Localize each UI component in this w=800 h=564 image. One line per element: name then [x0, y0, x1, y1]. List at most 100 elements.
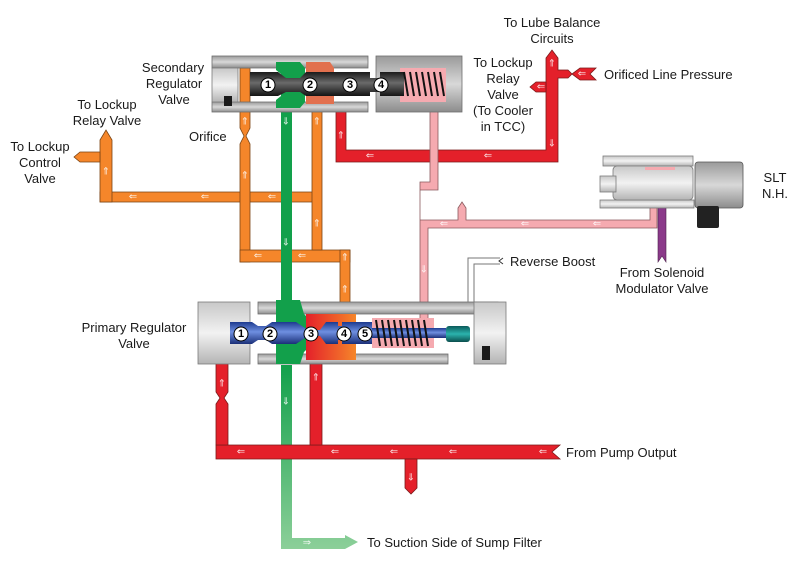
secondary-land-4-badge: [373, 77, 389, 93]
arrow-left-icon: ⇐: [298, 251, 306, 262]
arrow-up-icon: ⇑: [420, 193, 428, 204]
orange-pipe-orifice-vertical: [239, 67, 251, 263]
label-to-suction-side: To Suction Side of Sump Filter: [367, 535, 543, 550]
label-line: in TCC): [481, 119, 526, 134]
arrow-left-icon: ⇐: [201, 192, 209, 203]
green-pipe-suction-return: [281, 365, 358, 549]
arrow-left-icon: ⇐: [593, 219, 601, 230]
label-orifice: Orifice: [189, 129, 227, 144]
secondary-valve-spool: [250, 72, 404, 96]
slt-sleeve-bottom: [599, 199, 695, 209]
arrow-up-icon: ⇑: [241, 171, 249, 182]
arrow-up-icon: ⇑: [548, 59, 556, 70]
primary-land-1: 1: [238, 328, 244, 340]
primary-land-1-badge: [233, 326, 249, 342]
arrow-up-icon: ⇑: [313, 117, 321, 128]
arrow-left-icon: ⇐: [484, 151, 492, 162]
reverse-boost-line: [467, 257, 500, 302]
label-line: Relay Valve: [73, 113, 141, 128]
slt-signal-port: [645, 167, 675, 170]
arrow-left-icon: ⇐: [440, 219, 448, 230]
secondary-land-4: 4: [378, 79, 385, 91]
primary-land-4: 4: [341, 328, 348, 340]
arrow-down-icon: ⇓: [420, 265, 428, 276]
arrow-left-icon: ⇐: [539, 447, 547, 458]
primary-land-3-badge: [303, 326, 319, 342]
red-pipe-lockup-relay-branch: [529, 81, 547, 93]
arrow-down-icon: ⇓: [282, 238, 290, 249]
exhaust-to-suction-circuit: [281, 100, 358, 549]
arrow-left-icon: ⇐: [366, 151, 374, 162]
label-to-lockup-relay-valve-right: To Lockup Relay Valve (To Cooler in TCC): [473, 55, 534, 134]
arrow-left-icon: ⇐: [237, 447, 245, 458]
red-pipe-orificed-line: [335, 49, 597, 163]
primary-land-3: 3: [308, 328, 314, 340]
arrow-left-icon: ⇐: [521, 219, 529, 230]
primary-land-5: 5: [362, 328, 368, 340]
label-line: To Lockup: [77, 97, 136, 112]
label-line: Primary Regulator: [82, 320, 187, 335]
primary-land-2-badge: [262, 326, 278, 342]
label-line: Secondary: [142, 60, 205, 75]
label-line: Regulator: [146, 76, 203, 91]
label-line: (To Cooler: [473, 103, 534, 118]
label-line: Valve: [487, 87, 519, 102]
label-line: From Solenoid: [620, 265, 705, 280]
arrow-down-icon: ⇓: [407, 473, 415, 484]
red-pipe-down-branch: [404, 458, 418, 495]
label-line: To Lockup: [473, 55, 532, 70]
flow-arrows: ⇑ ⇑ ⇓ ⇓ ⇑ ⇑ ⇑ ⇑ ⇐ ⇐ ⇐ ⇐ ⇐ ⇑ ⇑ ⇐ ⇐ ⇑ ⇓ ⇐ …: [102, 59, 601, 549]
label-line: Modulator Valve: [616, 281, 709, 296]
label-line: Control: [19, 155, 61, 170]
secondary-land-1-badge: [260, 77, 276, 93]
label-from-pump-output: From Pump Output: [566, 445, 677, 460]
secondary-land-3-badge: [342, 77, 358, 93]
primary-valve-retainer: [482, 346, 490, 360]
label-to-lockup-control-valve: To Lockup Control Valve: [10, 139, 69, 186]
red-pipe-pump-output: [215, 444, 562, 460]
label-line: To Lockup: [10, 139, 69, 154]
slt-sleeve-top: [602, 155, 694, 167]
slt-tip: [599, 175, 617, 193]
label-orificed-line-pressure: Orificed Line Pressure: [604, 67, 733, 82]
arrow-left-icon: ⇐: [537, 82, 545, 93]
label-line: Relay: [486, 71, 520, 86]
secondary-land-numbers: 1 2 3 4: [260, 77, 389, 93]
slt-solenoid: [599, 155, 744, 228]
green-pipe-secondary-drain: [281, 100, 292, 300]
label-line: SLT: [764, 170, 787, 185]
arrow-up-icon: ⇑: [341, 285, 349, 296]
arrow-down-icon: ⇓: [282, 117, 290, 128]
arrow-left-icon: ⇐: [331, 447, 339, 458]
secondary-land-2: 2: [307, 79, 313, 91]
orange-pipe-lockup-control-branch: [73, 151, 101, 163]
arrow-up-icon: ⇑: [241, 117, 249, 128]
arrow-up-icon: ⇑: [313, 219, 321, 230]
label-line: N.H.: [762, 186, 788, 201]
reverse-boost-arrow-icon: [498, 257, 504, 265]
label-from-solenoid-modulator: From Solenoid Modulator Valve: [616, 265, 709, 296]
label-to-lube-balance: To Lube Balance Circuits: [504, 15, 601, 46]
label-line: Valve: [158, 92, 190, 107]
primary-valve-plunger: [446, 326, 470, 342]
primary-regulator-valve: 1 2 3 4 5: [197, 300, 507, 365]
secondary-land-2-badge: [302, 77, 318, 93]
arrow-up-icon: ⇑: [218, 379, 226, 390]
label-line: To Lube Balance: [504, 15, 601, 30]
arrow-right-icon: ⇒: [303, 538, 311, 549]
primary-land-2: 2: [267, 328, 273, 340]
label-secondary-regulator-valve: Secondary Regulator Valve: [142, 60, 205, 107]
arrow-up-icon: ⇑: [337, 131, 345, 142]
orange-pipe-lockup-relay-riser: [99, 129, 113, 203]
label-primary-regulator-valve: Primary Regulator Valve: [82, 320, 187, 351]
secondary-pressure-circuit: [73, 67, 351, 307]
primary-valve-spring: [375, 319, 429, 347]
label-to-lockup-relay-valve-left: To Lockup Relay Valve: [73, 97, 141, 128]
primary-land-4-badge: [336, 326, 352, 342]
label-line: Valve: [118, 336, 150, 351]
label-slt: SLT N.H.: [762, 170, 788, 201]
label-line: Circuits: [530, 31, 574, 46]
slt-body: [612, 165, 694, 201]
secondary-valve-end-retainer: [224, 96, 232, 106]
